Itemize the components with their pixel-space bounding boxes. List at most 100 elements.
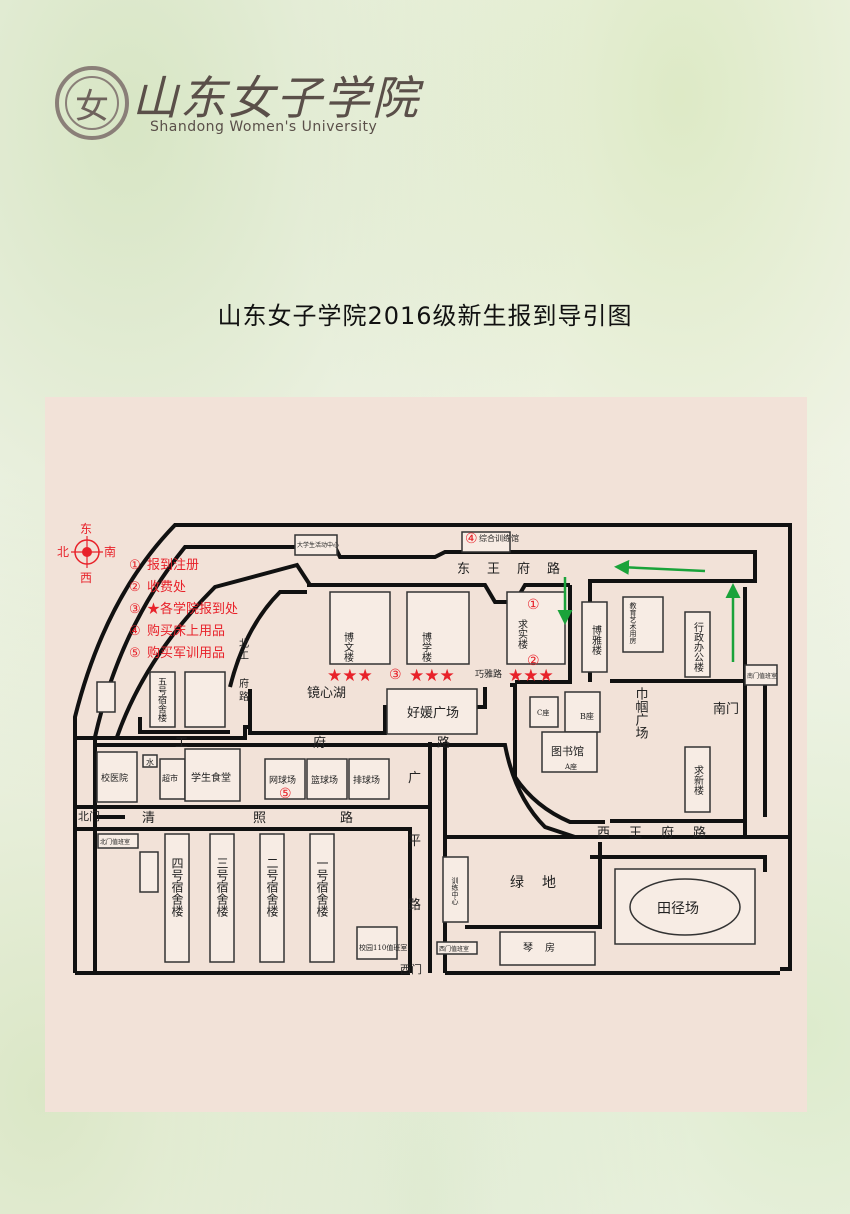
label-lvdi: 绿地: [510, 875, 574, 891]
label-library: 图书馆: [551, 744, 584, 758]
paiqiu-box: [348, 758, 390, 800]
road-qiaoya: 巧雅路: [475, 668, 502, 680]
compass-south: 南: [104, 544, 116, 559]
xingzheng-building: [684, 611, 711, 678]
building-labels: 博文楼 博学楼 求实楼 博雅楼 教育艺术用房 行政办公楼 求新楼 镜心湖 好媛广…: [101, 533, 704, 954]
dorm-small-box: [184, 671, 226, 728]
label-south-gate: 南门: [713, 701, 739, 717]
road-west-wangfu-1: 西: [597, 826, 610, 841]
label-canteen: 学生食堂: [191, 771, 231, 784]
logo-outer-ring: [55, 66, 129, 140]
jiaoyu-building: [622, 596, 664, 653]
boxue-building: [406, 591, 470, 665]
road-qingzhao-2: 照: [253, 811, 266, 826]
south-guard-box: [744, 664, 778, 686]
label-dorm1: 一号宿舍楼: [315, 857, 329, 917]
road-guangping-2: 平: [408, 834, 421, 849]
legend-num-3: ③: [129, 602, 141, 617]
road-guangping-1: 广: [408, 771, 421, 786]
gate-labels: 北门 南门 西门 北门值班室 南门值班室 西门值班室: [78, 672, 777, 976]
qiushi-building: [506, 591, 566, 665]
north-small-box: [139, 851, 159, 893]
label-dorm3: 三号宿舍楼: [215, 857, 229, 917]
road-beigongfu-1: 北: [239, 638, 249, 650]
compass-north: 北: [57, 545, 69, 559]
label-haoyuan: 好媛广场: [407, 706, 459, 721]
qinfang-box: [499, 931, 596, 966]
haoyuan-square-box: [386, 688, 478, 735]
road-west-wangfu-2: 王: [629, 826, 642, 841]
label-north-guard: 北门值班室: [100, 838, 130, 846]
compass: 东 北 南 西: [57, 522, 116, 585]
label-jinguo: 巾帼广场: [633, 687, 649, 739]
label-dorm5: 五号宿舍楼: [156, 677, 167, 723]
label-south-guard: 南门值班室: [747, 672, 777, 680]
dorm2-box: [259, 833, 285, 963]
library-c-box: [529, 696, 559, 728]
label-water: 水: [146, 757, 154, 767]
label-dorm4: 四号宿舍楼: [170, 857, 184, 917]
compass-east: 东: [80, 522, 92, 536]
road-east-wangfu-3: 府: [517, 562, 530, 577]
road-gongfu-2: 府: [313, 736, 326, 751]
label-zonghe: 综合训练馆: [479, 533, 519, 543]
label-boya: 博雅楼: [590, 624, 602, 656]
label-library-c: C座: [537, 708, 549, 717]
legend-text-1: 报到注册: [147, 558, 199, 573]
road-west-wangfu-3: 府: [661, 826, 674, 841]
legend-text-4: 购买床上用品: [147, 623, 225, 639]
label-west-guard: 西门值班室: [439, 945, 469, 953]
label-paiqiu: 排球场: [353, 774, 380, 786]
star: ★★★: [508, 666, 554, 686]
star: ★★★: [327, 666, 373, 686]
wangqiu-box: [264, 758, 306, 800]
road-east-wangfu-2: 王: [487, 562, 500, 577]
library-box: [541, 731, 598, 773]
label-jiaoyu: 教育艺术用房: [629, 601, 637, 645]
road-east-wangfu-4: 路: [547, 561, 560, 577]
north-guard-box: [97, 833, 139, 849]
legend-num-5: ⑤: [129, 646, 141, 661]
dorm4-box: [164, 833, 190, 963]
chaoshi-box: [159, 758, 186, 800]
marker-5: ⑤: [279, 786, 292, 802]
road-gongfu-1: 工: [175, 736, 188, 751]
label-boxue: 博学楼: [420, 631, 432, 663]
dorm5-box: [149, 671, 176, 728]
label-bowen: 博文楼: [342, 631, 354, 663]
daxuesheng-box: [294, 534, 338, 556]
campus-map: 东 北 南 西 ① 报到注册 ② 收费处 ③ ★各学院报到处 ④ 购买床上用品 …: [45, 397, 807, 1112]
building-outlines: [96, 531, 778, 966]
label-dorm2: 二号宿舍楼: [265, 857, 279, 917]
arrow-west: [614, 559, 706, 575]
label-xiaoyiyuan: 校医院: [101, 772, 128, 784]
step-markers: ① ② ③ ④ ⑤: [279, 531, 540, 802]
qiuxin-building: [684, 746, 711, 813]
bowen-building: [329, 591, 391, 665]
star: ★★★: [409, 666, 455, 686]
label-library-b: B座: [580, 711, 594, 721]
university-name-en: Shandong Women's University: [150, 119, 378, 135]
label-qiuxin: 求新楼: [692, 765, 704, 796]
label-west-gate: 西门: [400, 962, 422, 976]
label-police: 校园110值班室: [359, 943, 407, 952]
road-west-wangfu-4: 路: [693, 825, 706, 841]
legend-num-4: ④: [129, 624, 141, 639]
lanqiu-box: [306, 758, 348, 800]
road-qingzhao-3: 路: [340, 810, 353, 826]
marker-2: ②: [527, 653, 540, 669]
legend: ① 报到注册 ② 收费处 ③ ★各学院报到处 ④ 购买床上用品 ⑤ 购买军训用品: [129, 558, 238, 661]
logo-inner-ring: [65, 76, 119, 130]
road-qingzhao-1: 清: [142, 811, 155, 826]
road-guangping-3: 路: [408, 897, 421, 913]
dorm3-box: [209, 833, 235, 963]
road-labels: 东 王 府 路 巧雅路 北 工 府 路 工 府 路 清 照 路 广 平 路 西 …: [142, 561, 706, 913]
legend-text-3: ★各学院报到处: [147, 601, 238, 617]
label-wangqiu: 网球场: [269, 774, 296, 786]
road-beigongfu-4: 路: [239, 690, 249, 703]
label-north-gate: 北门: [78, 809, 100, 823]
label-lanqiu: 篮球场: [311, 774, 338, 786]
legend-num-2: ②: [129, 580, 141, 595]
logo-glyph: 女: [75, 87, 109, 127]
canteen-box: [184, 748, 241, 802]
